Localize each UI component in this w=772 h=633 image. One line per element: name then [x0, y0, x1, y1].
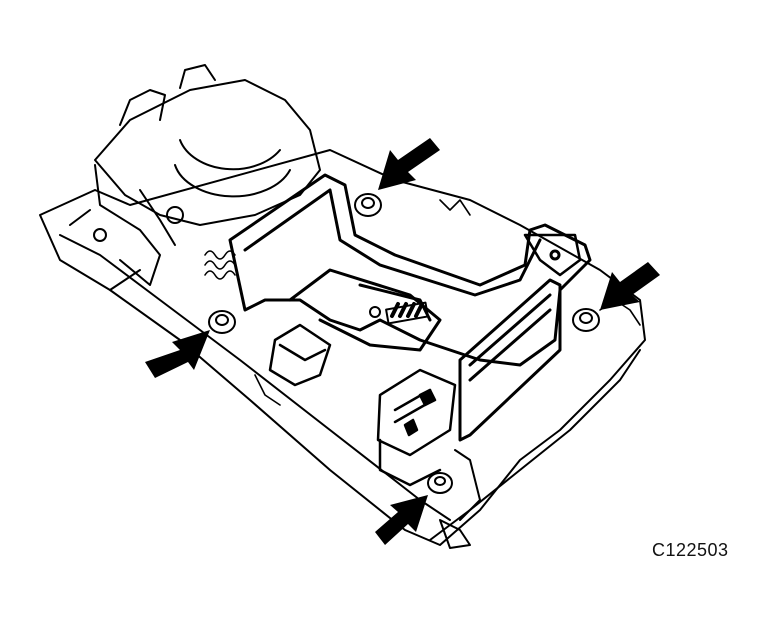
arrow-top: [378, 138, 440, 190]
screw-bottom: [427, 472, 453, 494]
arrow-right: [600, 262, 660, 310]
base-frame: [39, 149, 646, 549]
connector-block: [376, 368, 457, 487]
screw-top: [354, 193, 382, 217]
arrow-left: [145, 330, 210, 378]
side-plate: [458, 233, 582, 442]
lead-screw: [369, 301, 429, 325]
arrow-bottom: [375, 495, 428, 545]
motor-housing: [93, 64, 321, 286]
spring: [204, 250, 236, 280]
figure-reference-code: C122503: [652, 540, 729, 560]
tray-bracket: [228, 173, 592, 367]
screw-left: [208, 310, 236, 334]
screw-right: [572, 308, 600, 332]
left-block: [268, 323, 332, 387]
